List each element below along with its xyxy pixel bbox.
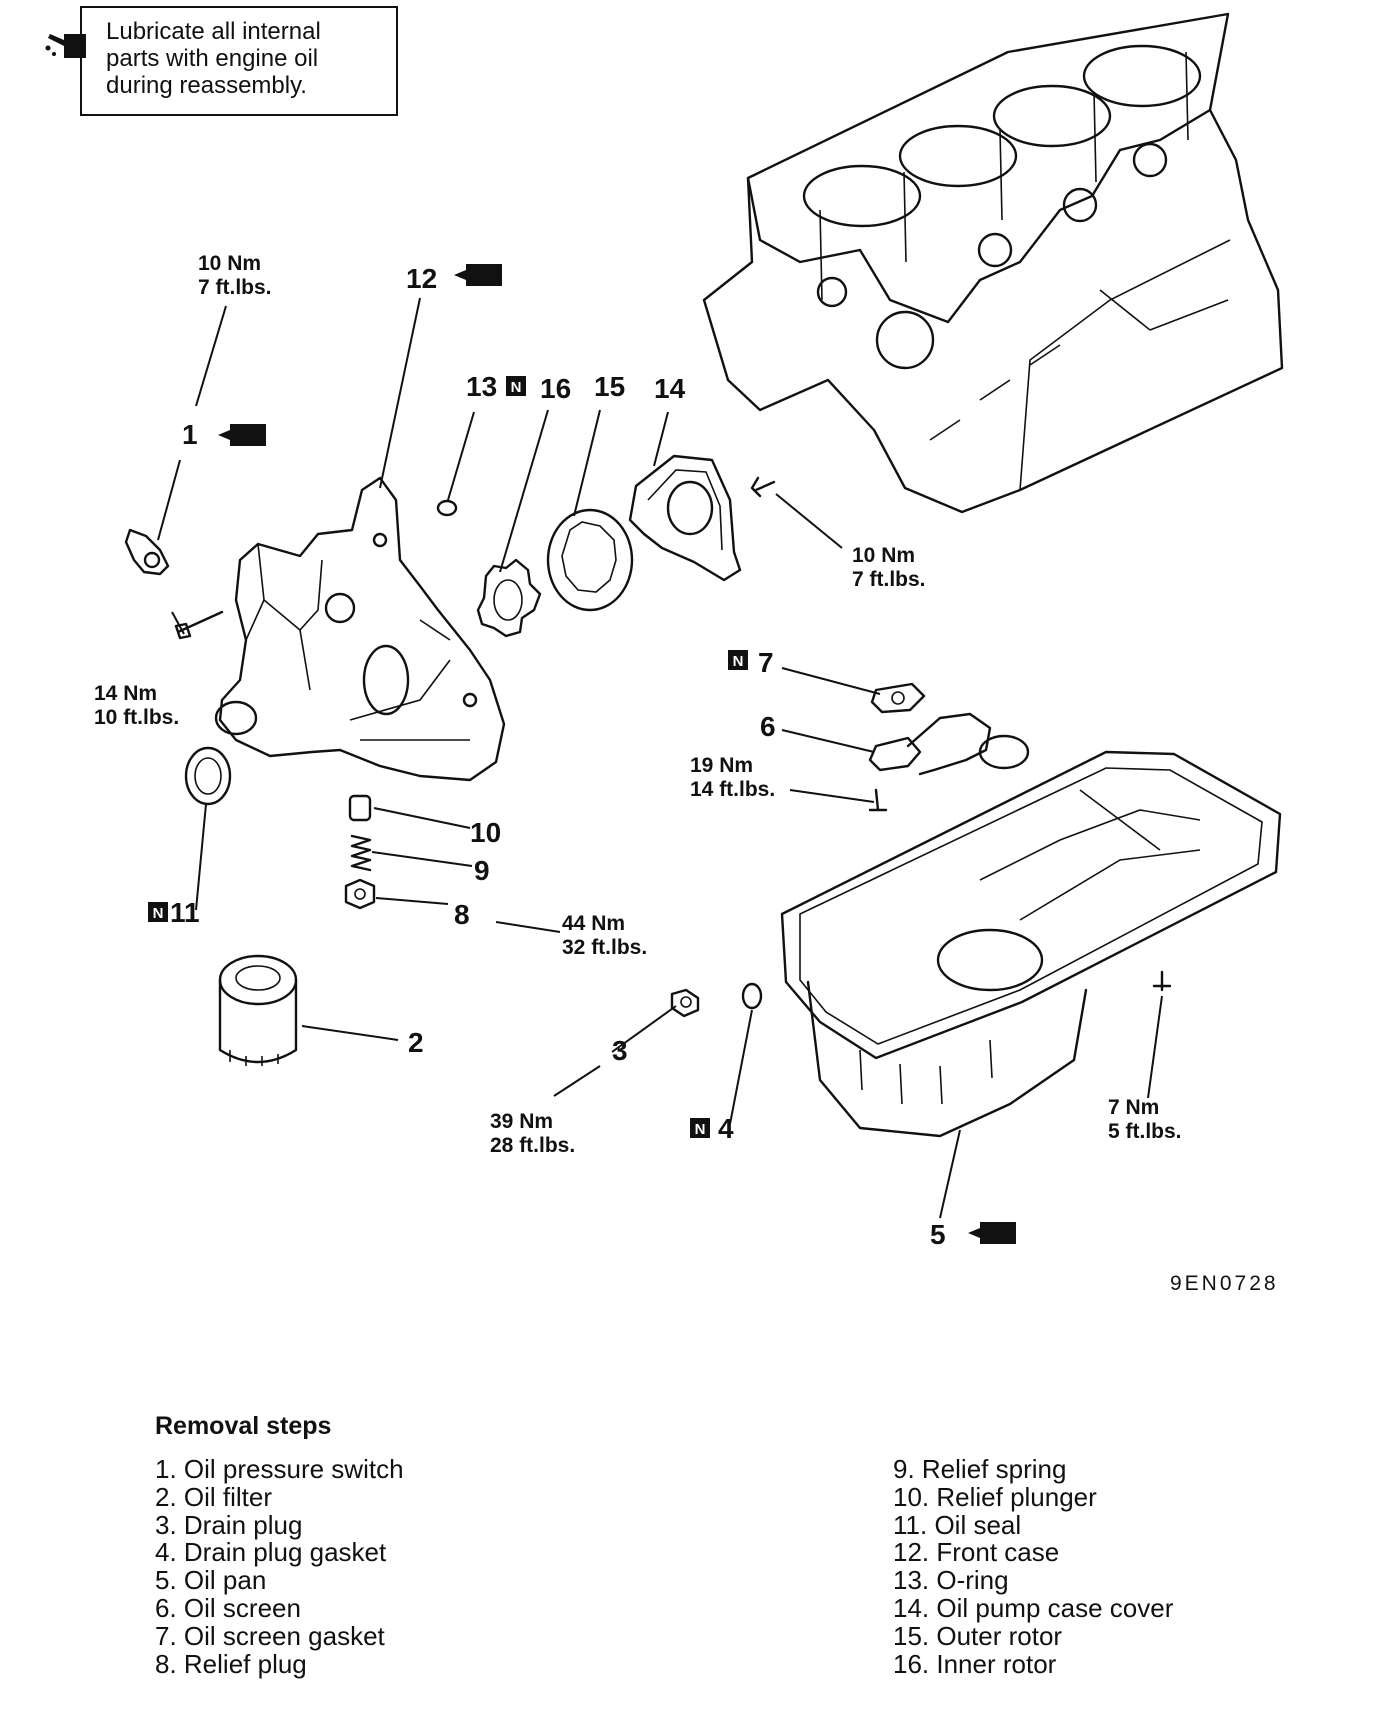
callout-15: 15 — [594, 371, 625, 402]
list-item: 3. Drain plug — [155, 1509, 303, 1540]
callout-9: 9 — [474, 855, 490, 886]
oil-pump-case-cover — [628, 454, 742, 582]
torque-front-case-bolt: 14 Nm 10 ft.lbs. — [94, 682, 179, 729]
list-item: 6. Oil screen — [155, 1592, 301, 1623]
relief-plug — [344, 878, 376, 910]
removal-steps: Removal steps 1. Oil pressure switch 2. … — [155, 1412, 1295, 1677]
callout-3: 3 — [612, 1035, 628, 1066]
relief-plunger — [348, 794, 372, 822]
leader-lines — [157, 297, 1163, 1219]
svg-text:7 ft.lbs.: 7 ft.lbs. — [198, 276, 272, 299]
svg-text:N: N — [153, 905, 164, 922]
new-part-badge-4: N — [690, 1118, 710, 1138]
svg-text:10 Nm: 10 Nm — [198, 252, 261, 275]
callout-13: 13 — [466, 371, 497, 402]
oil-mark-icon — [218, 424, 266, 446]
removal-steps-left-column: 1. Oil pressure switch 2. Oil filter 3. … — [155, 1454, 404, 1679]
list-item: 1. Oil pressure switch — [155, 1454, 404, 1484]
svg-text:14 ft.lbs.: 14 ft.lbs. — [690, 778, 775, 801]
removal-steps-title: Removal steps — [155, 1412, 332, 1440]
note-line-1: Lubricate all internal — [106, 18, 321, 45]
list-item: 4. Drain plug gasket — [155, 1537, 387, 1568]
list-item: 7. Oil screen gasket — [155, 1620, 385, 1651]
torque-case-cover-bolt: 10 Nm 7 ft.lbs. — [852, 544, 926, 591]
drain-plug-gasket — [741, 982, 763, 1010]
callout-2: 2 — [408, 1027, 424, 1058]
list-item: 8. Relief plug — [155, 1648, 307, 1679]
callout-10: 10 — [470, 817, 501, 848]
callout-7: 7 — [758, 647, 774, 678]
callout-6: 6 — [760, 711, 776, 742]
callout-5: 5 — [930, 1219, 946, 1250]
callout-12: 12 — [406, 263, 437, 294]
torque-drain-plug: 39 Nm 28 ft.lbs. — [490, 1110, 575, 1157]
svg-text:39 Nm: 39 Nm — [490, 1110, 553, 1133]
list-item: 12. Front case — [893, 1537, 1060, 1568]
list-item: 15. Outer rotor — [893, 1620, 1063, 1651]
o-ring — [436, 499, 458, 517]
oil-mark-icon — [454, 264, 502, 286]
oil-mark-icon — [968, 1222, 1016, 1244]
svg-text:28 ft.lbs.: 28 ft.lbs. — [490, 1134, 575, 1157]
note-line-2: parts with engine oil — [106, 45, 319, 72]
oil-pressure-switch — [124, 528, 170, 576]
new-part-badge-7: N — [728, 650, 748, 670]
svg-text:N: N — [733, 653, 744, 670]
case-cover-bolt — [750, 476, 776, 498]
figure-id: 9EN0728 — [1170, 1272, 1279, 1295]
svg-text:14 Nm: 14 Nm — [94, 682, 157, 705]
svg-text:44 Nm: 44 Nm — [562, 912, 625, 935]
removal-steps-right-column: 9. Relief spring 10. Relief plunger 11. … — [893, 1454, 1174, 1679]
svg-text:7 Nm: 7 Nm — [1108, 1096, 1159, 1119]
new-part-badge-11: N — [148, 902, 168, 922]
drain-plug — [670, 988, 700, 1018]
oil-screen-gasket — [870, 682, 926, 714]
outer-rotor — [546, 508, 634, 612]
oil-filter — [218, 954, 298, 1066]
list-item: 5. Oil pan — [155, 1565, 267, 1596]
callout-11: 11 — [170, 897, 200, 928]
callout-1: 1 — [182, 419, 198, 450]
torque-relief-plug: 44 Nm 32 ft.lbs. — [562, 912, 647, 959]
new-part-badge-13: N — [506, 376, 526, 396]
cylinder-block — [702, 12, 1284, 514]
list-item: 16. Inner rotor — [893, 1648, 1057, 1679]
list-item: 2. Oil filter — [155, 1481, 273, 1512]
callout-14: 14 — [654, 373, 686, 404]
svg-text:10 Nm: 10 Nm — [852, 544, 915, 567]
torque-oil-pan-bolt: 7 Nm 5 ft.lbs. — [1108, 1096, 1182, 1143]
list-item: 14. Oil pump case cover — [893, 1592, 1174, 1623]
svg-text:7 ft.lbs.: 7 ft.lbs. — [852, 568, 926, 591]
list-item: 13. O-ring — [893, 1565, 1009, 1596]
svg-text:N: N — [695, 1121, 706, 1138]
svg-text:N: N — [511, 379, 522, 396]
list-item: 9. Relief spring — [893, 1454, 1067, 1484]
oil-screen — [868, 712, 1030, 776]
svg-text:19 Nm: 19 Nm — [690, 754, 753, 777]
oil-pan-bolt — [1152, 970, 1172, 992]
oil-pan — [780, 750, 1282, 1138]
svg-text:10 ft.lbs.: 10 ft.lbs. — [94, 706, 179, 729]
oil-screen-bolt — [868, 788, 888, 812]
front-case — [214, 476, 506, 782]
list-item: 10. Relief plunger — [893, 1481, 1097, 1512]
note-line-3: during reassembly. — [106, 72, 307, 99]
lubrication-note: Lubricate all internal parts with engine… — [80, 6, 398, 116]
callout-8: 8 — [454, 899, 470, 930]
svg-text:32 ft.lbs.: 32 ft.lbs. — [562, 936, 647, 959]
front-case-bolt — [174, 610, 224, 640]
callout-4: 4 — [718, 1113, 734, 1144]
list-item: 11. Oil seal — [893, 1509, 1022, 1540]
torque-oil-pressure-switch: 10 Nm 7 ft.lbs. — [198, 252, 272, 299]
callout-16: 16 — [540, 373, 571, 404]
relief-spring — [350, 834, 372, 872]
torque-oil-screen-bolt: 19 Nm 14 ft.lbs. — [690, 754, 775, 801]
oil-seal — [184, 746, 232, 806]
inner-rotor — [476, 558, 542, 638]
svg-text:5 ft.lbs.: 5 ft.lbs. — [1108, 1120, 1182, 1143]
